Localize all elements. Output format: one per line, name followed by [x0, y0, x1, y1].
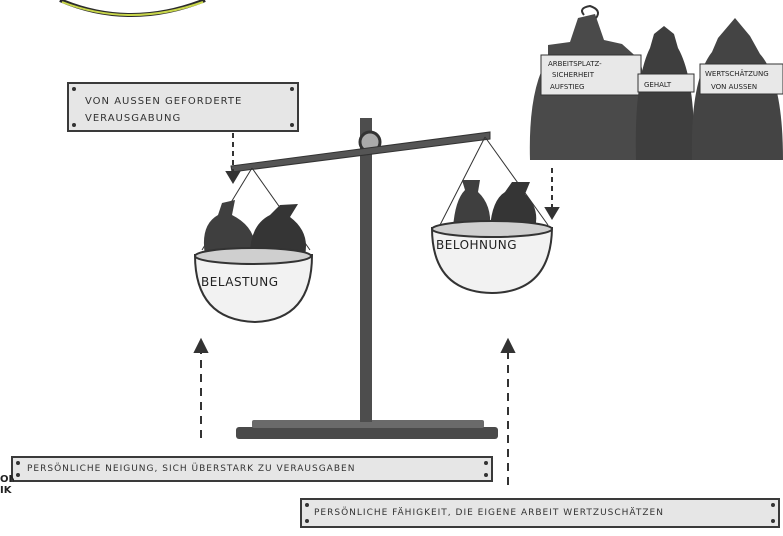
arrow-bags-to-right-pan — [544, 168, 560, 220]
right-pan-bags — [453, 180, 537, 228]
note-text: Persönliche Neigung, sich überstark zu v… — [27, 464, 356, 474]
reward-bag-job-security: Arbeitsplatz- sicherheit Aufstieg — [529, 4, 649, 160]
right-pan-label: Belohnung — [436, 238, 517, 252]
scale-beam — [230, 131, 491, 173]
bag-label-line: Arbeitsplatz- — [548, 60, 602, 68]
scale-base — [236, 420, 498, 439]
note-line: Verausgabung — [85, 113, 182, 124]
arrow-top-to-left-pan — [225, 133, 241, 184]
scale-post — [360, 118, 372, 422]
bag-label-line: Aufstieg — [550, 83, 584, 91]
note-text: Persönliche Fähigkeit, die eigene Arbeit… — [314, 508, 664, 518]
note-line: Von außen geforderte — [85, 96, 243, 107]
right-pan: Belohnung — [430, 220, 554, 295]
corner-logo-fragment: ON IK — [0, 474, 14, 496]
bag-label-line: von außen — [711, 83, 757, 91]
corner-text-line: ON — [0, 474, 14, 485]
note-external-demand: Von außen geforderte Verausgabung — [67, 82, 299, 132]
left-pan-bags — [203, 200, 306, 255]
arrow-bottom-left-up — [193, 337, 209, 438]
reward-bag-salary: Gehalt — [635, 26, 695, 160]
bag-label-line: Wertschätzung — [705, 69, 769, 78]
note-self-appreciation: Persönliche Fähigkeit, die eigene Arbeit… — [300, 498, 780, 528]
corner-text-line: IK — [0, 485, 12, 496]
reward-bag-recognition: Wertschätzung von außen — [691, 18, 783, 160]
left-pan: Belastung — [193, 247, 314, 324]
bag-label-line: Gehalt — [644, 81, 672, 89]
note-overcommitment: Persönliche Neigung, sich überstark zu v… — [11, 456, 493, 482]
arrow-bottom-right-up — [500, 337, 516, 485]
left-pan-label: Belastung — [201, 275, 279, 289]
bag-label-line: sicherheit — [552, 71, 595, 79]
